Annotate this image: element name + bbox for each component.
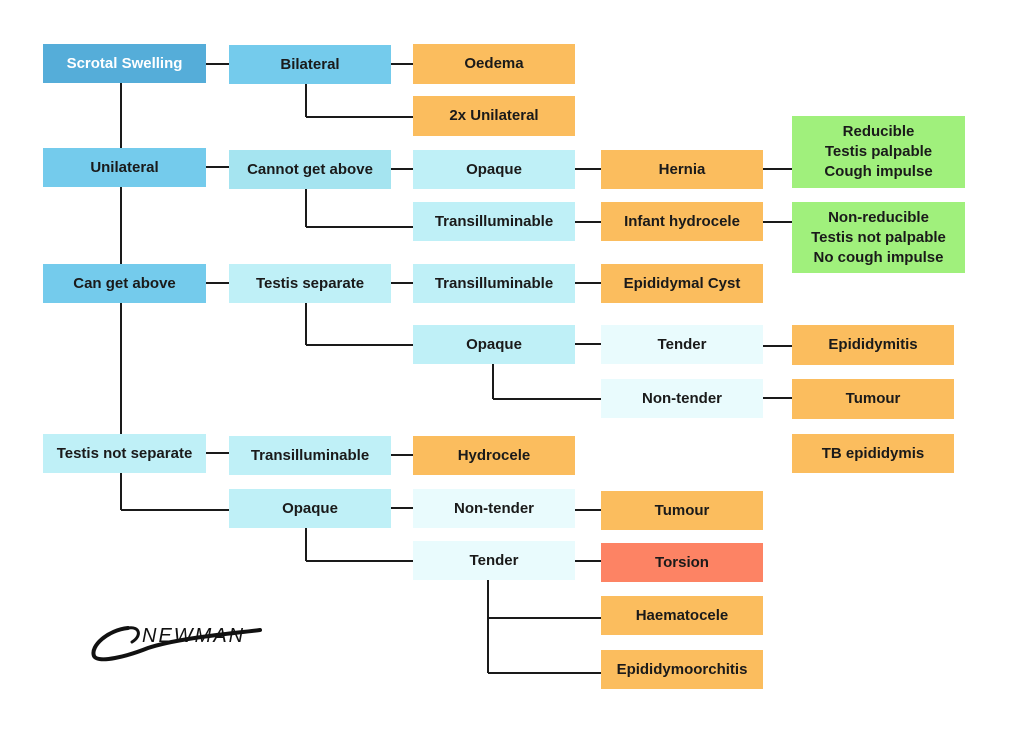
node-ts-non-tender: Non-tender — [601, 379, 763, 418]
signature-swoosh — [91, 626, 262, 662]
node-bilateral: Bilateral — [229, 45, 391, 84]
node-tns-tender: Tender — [413, 541, 575, 580]
node-hernia: Hernia — [601, 150, 763, 189]
node-testis-separate: Testis separate — [229, 264, 391, 303]
node-infant-hydrocele: Infant hydrocele — [601, 202, 763, 241]
node-tns-opaque: Opaque — [229, 489, 391, 528]
node-two-unilateral: 2x Unilateral — [413, 96, 575, 136]
node-torsion: Torsion — [601, 543, 763, 582]
node-ts-opaque: Opaque — [413, 325, 575, 364]
node-tns-tumour: Tumour — [601, 491, 763, 530]
node-epididymitis: Epididymitis — [792, 325, 954, 365]
node-tns-non-tender: Non-tender — [413, 489, 575, 528]
node-root: Scrotal Swelling — [43, 44, 206, 83]
node-ts-transilluminable: Transilluminable — [413, 264, 575, 303]
node-testis-not-separate: Testis not separate — [43, 434, 206, 473]
node-tb-epididymis: TB epididymis — [792, 434, 954, 473]
node-epididymal-cyst: Epididymal Cyst — [601, 264, 763, 303]
signature-loop — [126, 626, 140, 644]
node-can-get-above: Can get above — [43, 264, 206, 303]
node-infant-hydrocele-features: Non-reducible Testis not palpable No cou… — [792, 202, 965, 273]
node-ts-tender: Tender — [601, 325, 763, 364]
node-cga-opaque: Opaque — [413, 150, 575, 189]
node-unilateral: Unilateral — [43, 148, 206, 187]
node-epididymoorchitis: Epididymoorchitis — [601, 650, 763, 689]
newman-signature-logo: NEWMAN — [91, 625, 262, 662]
node-cannot-get-above: Cannot get above — [229, 150, 391, 189]
node-hernia-features: Reducible Testis palpable Cough impulse — [792, 116, 965, 188]
node-hydrocele: Hydrocele — [413, 436, 575, 475]
node-ts-tumour: Tumour — [792, 379, 954, 419]
node-tns-transilluminable: Transilluminable — [229, 436, 391, 475]
node-cga-transilluminable: Transilluminable — [413, 202, 575, 241]
signature-text: NEWMAN — [142, 625, 245, 647]
node-haematocele: Haematocele — [601, 596, 763, 635]
node-oedema: Oedema — [413, 44, 575, 84]
